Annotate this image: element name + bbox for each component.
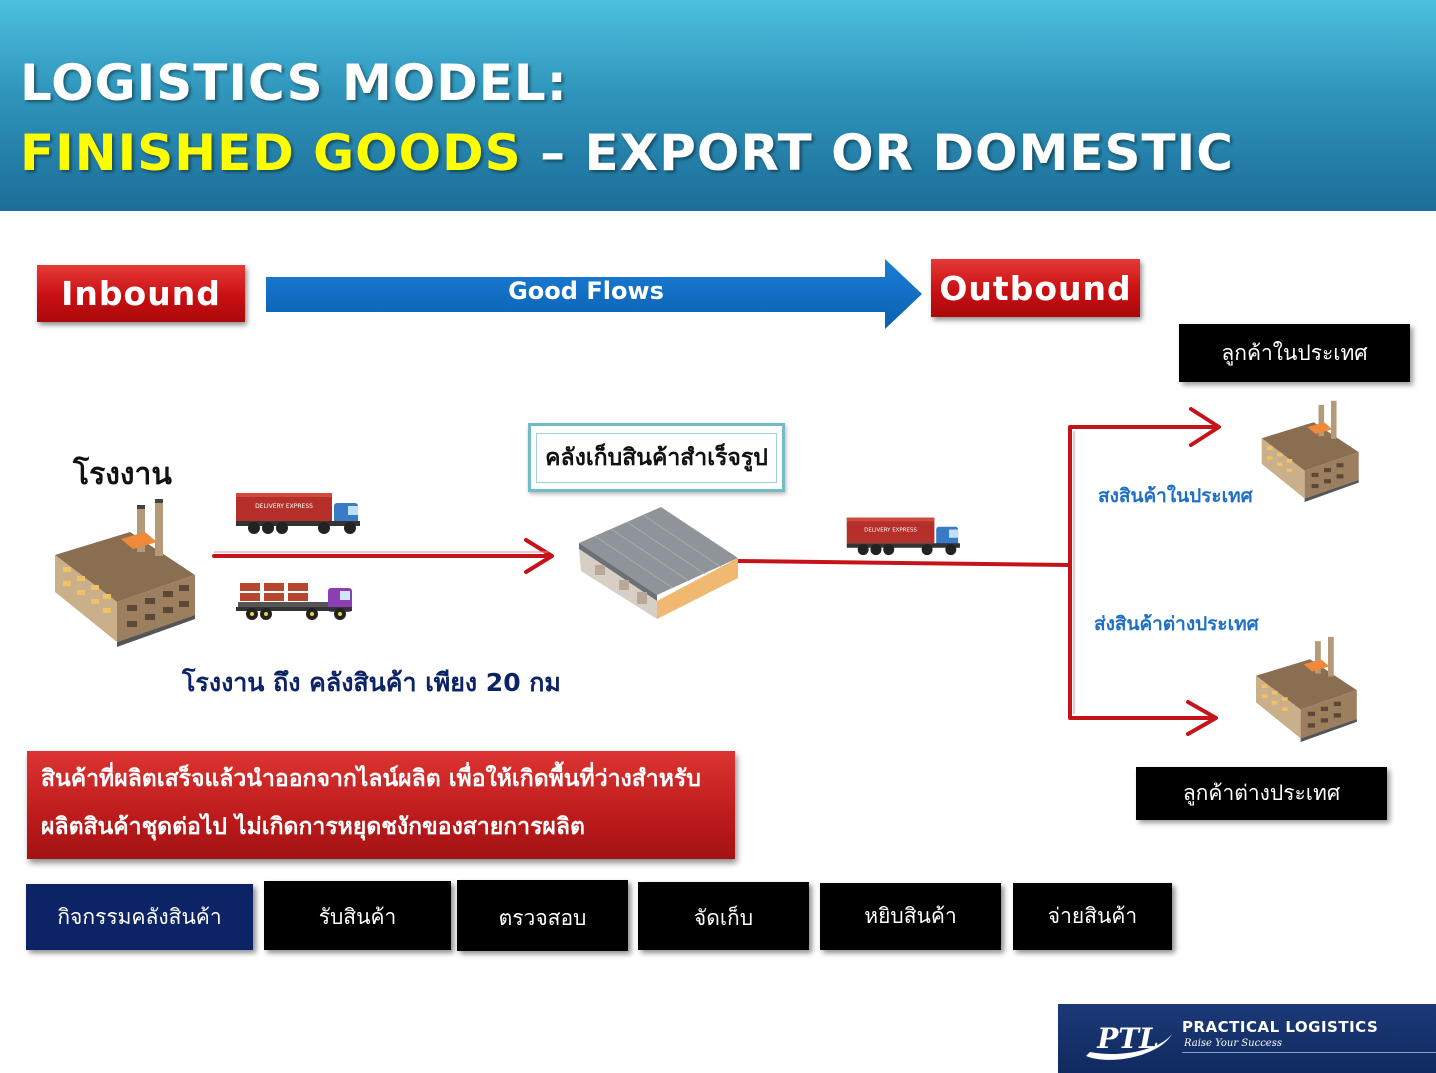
logo-divider: [1182, 1052, 1436, 1053]
activities-heading: กิจกรรมคลังสินค้า: [26, 884, 253, 950]
activity-inspect-label: ตรวจสอบ: [498, 906, 587, 930]
activity-store: จัดเก็บ: [638, 882, 809, 950]
delivery-truck-top-icon: DELIVERY EXPRESS: [236, 493, 360, 534]
title-highlight: FINISHED GOODS: [20, 124, 522, 182]
foreign-customer-factory-icon: [1256, 636, 1357, 742]
warehouse-label: คลังเก็บสินค้าสำเร็จรูป: [536, 432, 777, 483]
domestic-customer-factory-icon: [1261, 400, 1359, 502]
activities-heading-label: กิจกรรมคลังสินค้า: [57, 904, 222, 929]
page-title-line1: LOGISTICS MODEL:: [20, 54, 568, 112]
activity-dispatch: จ่ายสินค้า: [1013, 883, 1172, 950]
factory-label: โรงงาน: [73, 457, 172, 492]
domestic-ship-label: สงสินค้าในประเทศ: [1098, 485, 1253, 507]
foreign-customer-box: ลูกค้าต่างประเทศ: [1136, 767, 1387, 820]
truck-outbound-text: DELIVERY EXPRESS: [864, 527, 917, 533]
outbound-box: Outbound: [931, 259, 1140, 317]
title-rest: – EXPORT OR DOMESTIC: [521, 124, 1234, 182]
ptl-swoosh-icon: PTL: [1086, 1022, 1172, 1060]
good-flows-label: Good Flows: [508, 277, 664, 305]
ptl-logo: PTL PRACTICAL LOGISTICS Raise Your Succe…: [1058, 1004, 1436, 1073]
activity-receive: รับสินค้า: [264, 881, 451, 950]
truck-top-text: DELIVERY EXPRESS: [255, 503, 313, 510]
outbound-label: Outbound: [939, 268, 1132, 308]
domestic-customer-label: ลูกค้าในประเทศ: [1221, 340, 1368, 365]
warehouse-icon: [579, 507, 738, 619]
domestic-customer-box: ลูกค้าในประเทศ: [1179, 324, 1410, 382]
activity-inspect: ตรวจสอบ: [457, 880, 628, 951]
inbound-label: Inbound: [61, 274, 221, 313]
activity-pick: หยิบสินค้า: [820, 883, 1001, 950]
activity-receive-label: รับสินค้า: [318, 905, 397, 929]
title-banner: [0, 0, 1436, 211]
page-title-line2: FINISHED GOODS – EXPORT OR DOMESTIC: [20, 124, 1234, 182]
warehouse-label-box: คลังเก็บสินค้าสำเร็จรูป: [528, 423, 785, 492]
export-ship-label: ส่งสินค้าต่างประเทศ: [1094, 613, 1259, 635]
foreign-customer-label: ลูกค้าต่างประเทศ: [1182, 781, 1341, 805]
good-flows-arrow: [266, 259, 922, 329]
factory-icon: [55, 499, 195, 647]
activity-store-label: จัดเก็บ: [693, 906, 754, 930]
inbound-box: Inbound: [37, 265, 245, 322]
note-line1: สินค้าที่ผลิตเสร็จแล้วนำออกจากไลน์ผลิต เ…: [41, 766, 701, 792]
note-box: สินค้าที่ผลิตเสร็จแล้วนำออกจากไลน์ผลิต เ…: [27, 751, 735, 859]
ptl-mark: PTL: [1096, 1022, 1159, 1055]
distance-text: โรงงาน ถึง คลังสินค้า เพียง 20 กม: [182, 668, 561, 697]
logo-tagline: Raise Your Success: [1184, 1038, 1282, 1049]
activity-pick-label: หยิบสินค้า: [864, 904, 957, 928]
note-line2: ผลิตสินค้าชุดต่อไป ไม่เกิดการหยุดชงักของ…: [41, 814, 585, 840]
logo-name: PRACTICAL LOGISTICS: [1182, 1018, 1379, 1036]
cargo-truck-icon: [236, 583, 352, 620]
delivery-truck-outbound-icon: DELIVERY EXPRESS: [846, 517, 960, 556]
activity-dispatch-label: จ่ายสินค้า: [1047, 904, 1138, 928]
